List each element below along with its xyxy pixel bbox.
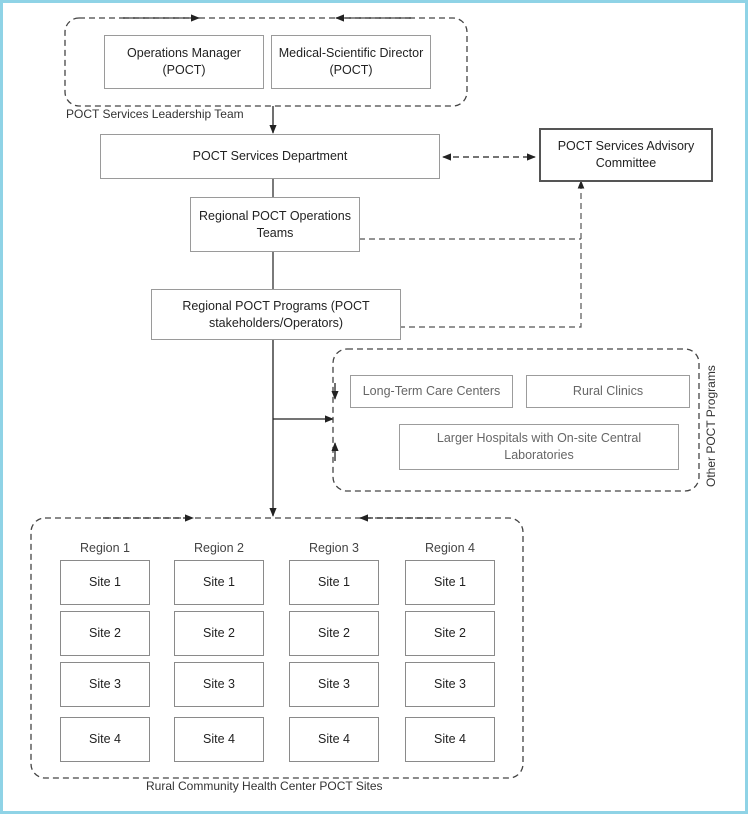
region-3-site-3: Site 3 xyxy=(289,662,379,707)
long-term-care-box: Long-Term Care Centers xyxy=(350,375,513,408)
rural-clinics-box: Rural Clinics xyxy=(526,375,690,408)
advisory-committee-box: POCT Services Advisory Committee xyxy=(539,128,713,182)
region-4-site-2: Site 2 xyxy=(405,611,495,656)
region-4-site-1: Site 1 xyxy=(405,560,495,605)
region-4-heading: Region 4 xyxy=(424,541,476,555)
region-3-site-4: Site 4 xyxy=(289,717,379,762)
leadership-team-label: POCT Services Leadership Team xyxy=(66,107,244,121)
region-2-site-4: Site 4 xyxy=(174,717,264,762)
leadership-group-border xyxy=(64,17,468,107)
sites-group-label: Rural Community Health Center POCT Sites xyxy=(146,779,383,793)
larger-hospitals-box: Larger Hospitals with On-site Central La… xyxy=(399,424,679,470)
region-3-site-2: Site 2 xyxy=(289,611,379,656)
region-1-site-4: Site 4 xyxy=(60,717,150,762)
region-2-site-3: Site 3 xyxy=(174,662,264,707)
region-4-site-3: Site 3 xyxy=(405,662,495,707)
medical-director-box: Medical-Scientific Director (POCT) xyxy=(271,35,431,89)
region-1-site-3: Site 3 xyxy=(60,662,150,707)
region-2-site-2: Site 2 xyxy=(174,611,264,656)
regional-operations-teams-box: Regional POCT Operations Teams xyxy=(190,197,360,252)
region-3-site-1: Site 1 xyxy=(289,560,379,605)
other-programs-label: Other POCT Programs xyxy=(704,365,718,487)
sites-group-border xyxy=(30,517,524,779)
services-department-box: POCT Services Department xyxy=(100,134,440,179)
regional-programs-box: Regional POCT Programs (POCT stakeholder… xyxy=(151,289,401,340)
operations-manager-box: Operations Manager (POCT) xyxy=(104,35,264,89)
region-3-heading: Region 3 xyxy=(308,541,360,555)
region-1-heading: Region 1 xyxy=(79,541,131,555)
region-2-site-1: Site 1 xyxy=(174,560,264,605)
region-2-heading: Region 2 xyxy=(193,541,245,555)
other-programs-group-border xyxy=(332,348,700,492)
region-1-site-1: Site 1 xyxy=(60,560,150,605)
programs-feedback-line xyxy=(399,180,585,328)
connector-layer xyxy=(30,14,700,779)
region-4-site-4: Site 4 xyxy=(405,717,495,762)
region-1-site-2: Site 2 xyxy=(60,611,150,656)
